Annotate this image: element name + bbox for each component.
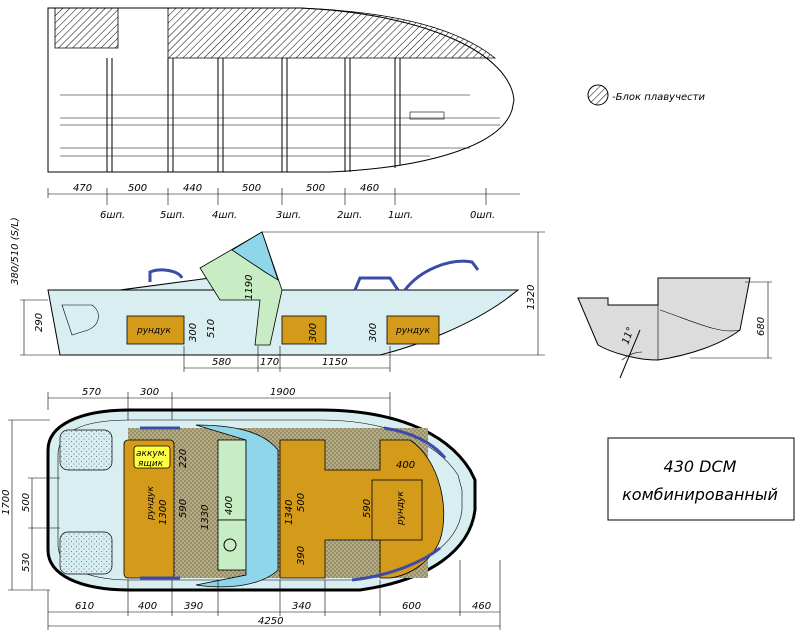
chest-left-label: рундук bbox=[146, 486, 156, 521]
plan-dim-570: 570 bbox=[82, 387, 101, 398]
console-lower bbox=[217, 519, 247, 571]
section-height: 680 bbox=[756, 317, 767, 336]
title-line-1: 430 DCM bbox=[664, 457, 737, 476]
side-chest-1-label: рундук bbox=[136, 326, 171, 336]
plan-dim-400a: 400 bbox=[224, 496, 235, 515]
swim-platform-top bbox=[59, 429, 113, 471]
console-dim: 1190 bbox=[244, 275, 255, 300]
frame-label-2: 2шп. bbox=[337, 210, 362, 221]
dim-170: 170 bbox=[260, 357, 279, 368]
plan-dim-300: 300 bbox=[140, 387, 159, 398]
plan-dim-400: 400 bbox=[138, 601, 157, 612]
battery-box bbox=[133, 445, 171, 469]
plan-dim-500-left: 500 bbox=[21, 493, 32, 512]
buoyancy-block-bow bbox=[167, 7, 497, 59]
top-dim-5: 500 bbox=[306, 183, 325, 194]
top-dim-4: 500 bbox=[242, 183, 261, 194]
swim-platform-bottom bbox=[59, 531, 113, 575]
plan-dim-220: 220 bbox=[178, 449, 189, 468]
side-chest-3-label: рундук bbox=[395, 326, 430, 336]
plan-dim-1340: 1340 bbox=[284, 500, 295, 525]
plan-dim-1330: 1330 bbox=[200, 505, 211, 530]
frame-label-0: 0шп. bbox=[470, 210, 495, 221]
title-box: 430 DCM комбинированный bbox=[607, 437, 795, 521]
plan-dim-530-left: 530 bbox=[21, 553, 32, 572]
frame-label-6: 6шп. bbox=[100, 210, 125, 221]
chest2-dim: 300 bbox=[308, 323, 319, 342]
rail-seat bbox=[353, 276, 400, 291]
plan-dim-340: 340 bbox=[292, 601, 311, 612]
frame-label-5: 5шп. bbox=[160, 210, 185, 221]
console-plan bbox=[217, 439, 247, 521]
total-height-dim: 1320 bbox=[526, 285, 537, 310]
side-chest-2 bbox=[281, 315, 327, 345]
section-shape bbox=[577, 277, 751, 361]
transom-cutout bbox=[61, 304, 99, 336]
seat-dim: 510 bbox=[206, 319, 217, 338]
legend-label: -Блок плавучести bbox=[612, 92, 705, 103]
top-dim-3: 440 bbox=[183, 183, 202, 194]
plan-dim-600: 600 bbox=[402, 601, 421, 612]
plan-dim-590b: 590 bbox=[362, 499, 373, 518]
title-line-2: комбинированный bbox=[622, 485, 778, 504]
windshield-plan bbox=[195, 424, 279, 588]
rail-bow bbox=[403, 259, 480, 291]
windshield-side bbox=[231, 231, 279, 281]
steering-wheel-icon bbox=[223, 538, 237, 552]
chest-right-label: рундук bbox=[396, 491, 406, 526]
battery-label-2: ящик bbox=[138, 459, 164, 469]
side-view: рундук рундук 380/510 (S/L) 290 510 1190… bbox=[10, 217, 545, 372]
transom-dim: 290 bbox=[34, 313, 45, 332]
frame-label-4: 4шп. bbox=[212, 210, 237, 221]
buoyancy-block-stern bbox=[54, 7, 119, 49]
plan-dim-4250: 4250 bbox=[258, 616, 283, 627]
side-height-label: 380/510 (S/L) bbox=[10, 217, 21, 285]
rail-top-plan bbox=[383, 426, 447, 459]
plan-dim-390: 390 bbox=[296, 546, 307, 565]
side-chest-3 bbox=[386, 315, 440, 345]
buoyancy-legend-icon bbox=[587, 84, 609, 106]
chest3-dim: 300 bbox=[368, 323, 379, 342]
plan-dim-1900: 1900 bbox=[270, 387, 295, 398]
dim-1150: 1150 bbox=[322, 357, 347, 368]
plan-dim-390: 390 bbox=[184, 601, 203, 612]
legend: -Блок плавучести bbox=[587, 84, 705, 106]
plan-dim-400b: 400 bbox=[396, 460, 415, 471]
rail-bottom-plan bbox=[351, 546, 441, 582]
top-view: 470 500 440 500 500 460 6шп. 5шп. 4шп. 3… bbox=[47, 7, 520, 221]
plan-view: аккум. ящик рундук рундук 570 300 1900 1… bbox=[1, 387, 501, 630]
battery-label-1: аккум. bbox=[136, 449, 167, 459]
dim-580: 580 bbox=[212, 357, 231, 368]
section-view: 11° 680 bbox=[577, 277, 772, 379]
top-dim-2: 500 bbox=[128, 183, 147, 194]
top-dim-1: 470 bbox=[73, 183, 92, 194]
seat-right-plan bbox=[279, 439, 445, 579]
rail-stern bbox=[148, 268, 184, 282]
frames-lines bbox=[106, 58, 401, 172]
plan-dim-460: 460 bbox=[472, 601, 491, 612]
plan-inner-gunwale bbox=[57, 419, 463, 581]
side-chest-1 bbox=[126, 315, 185, 345]
chest-right bbox=[371, 479, 423, 541]
plan-dim-590a: 590 bbox=[178, 499, 189, 518]
plan-dim-610: 610 bbox=[75, 601, 94, 612]
chest1-dim: 300 bbox=[188, 323, 199, 342]
plan-dim-1700: 1700 bbox=[1, 490, 12, 515]
frame-label-1: 1шп. bbox=[388, 210, 413, 221]
top-dim-6: 460 bbox=[360, 183, 379, 194]
plan-dim-1300: 1300 bbox=[158, 500, 169, 525]
plan-dim-500: 500 bbox=[296, 493, 307, 512]
frame-label-3: 3шп. bbox=[276, 210, 301, 221]
